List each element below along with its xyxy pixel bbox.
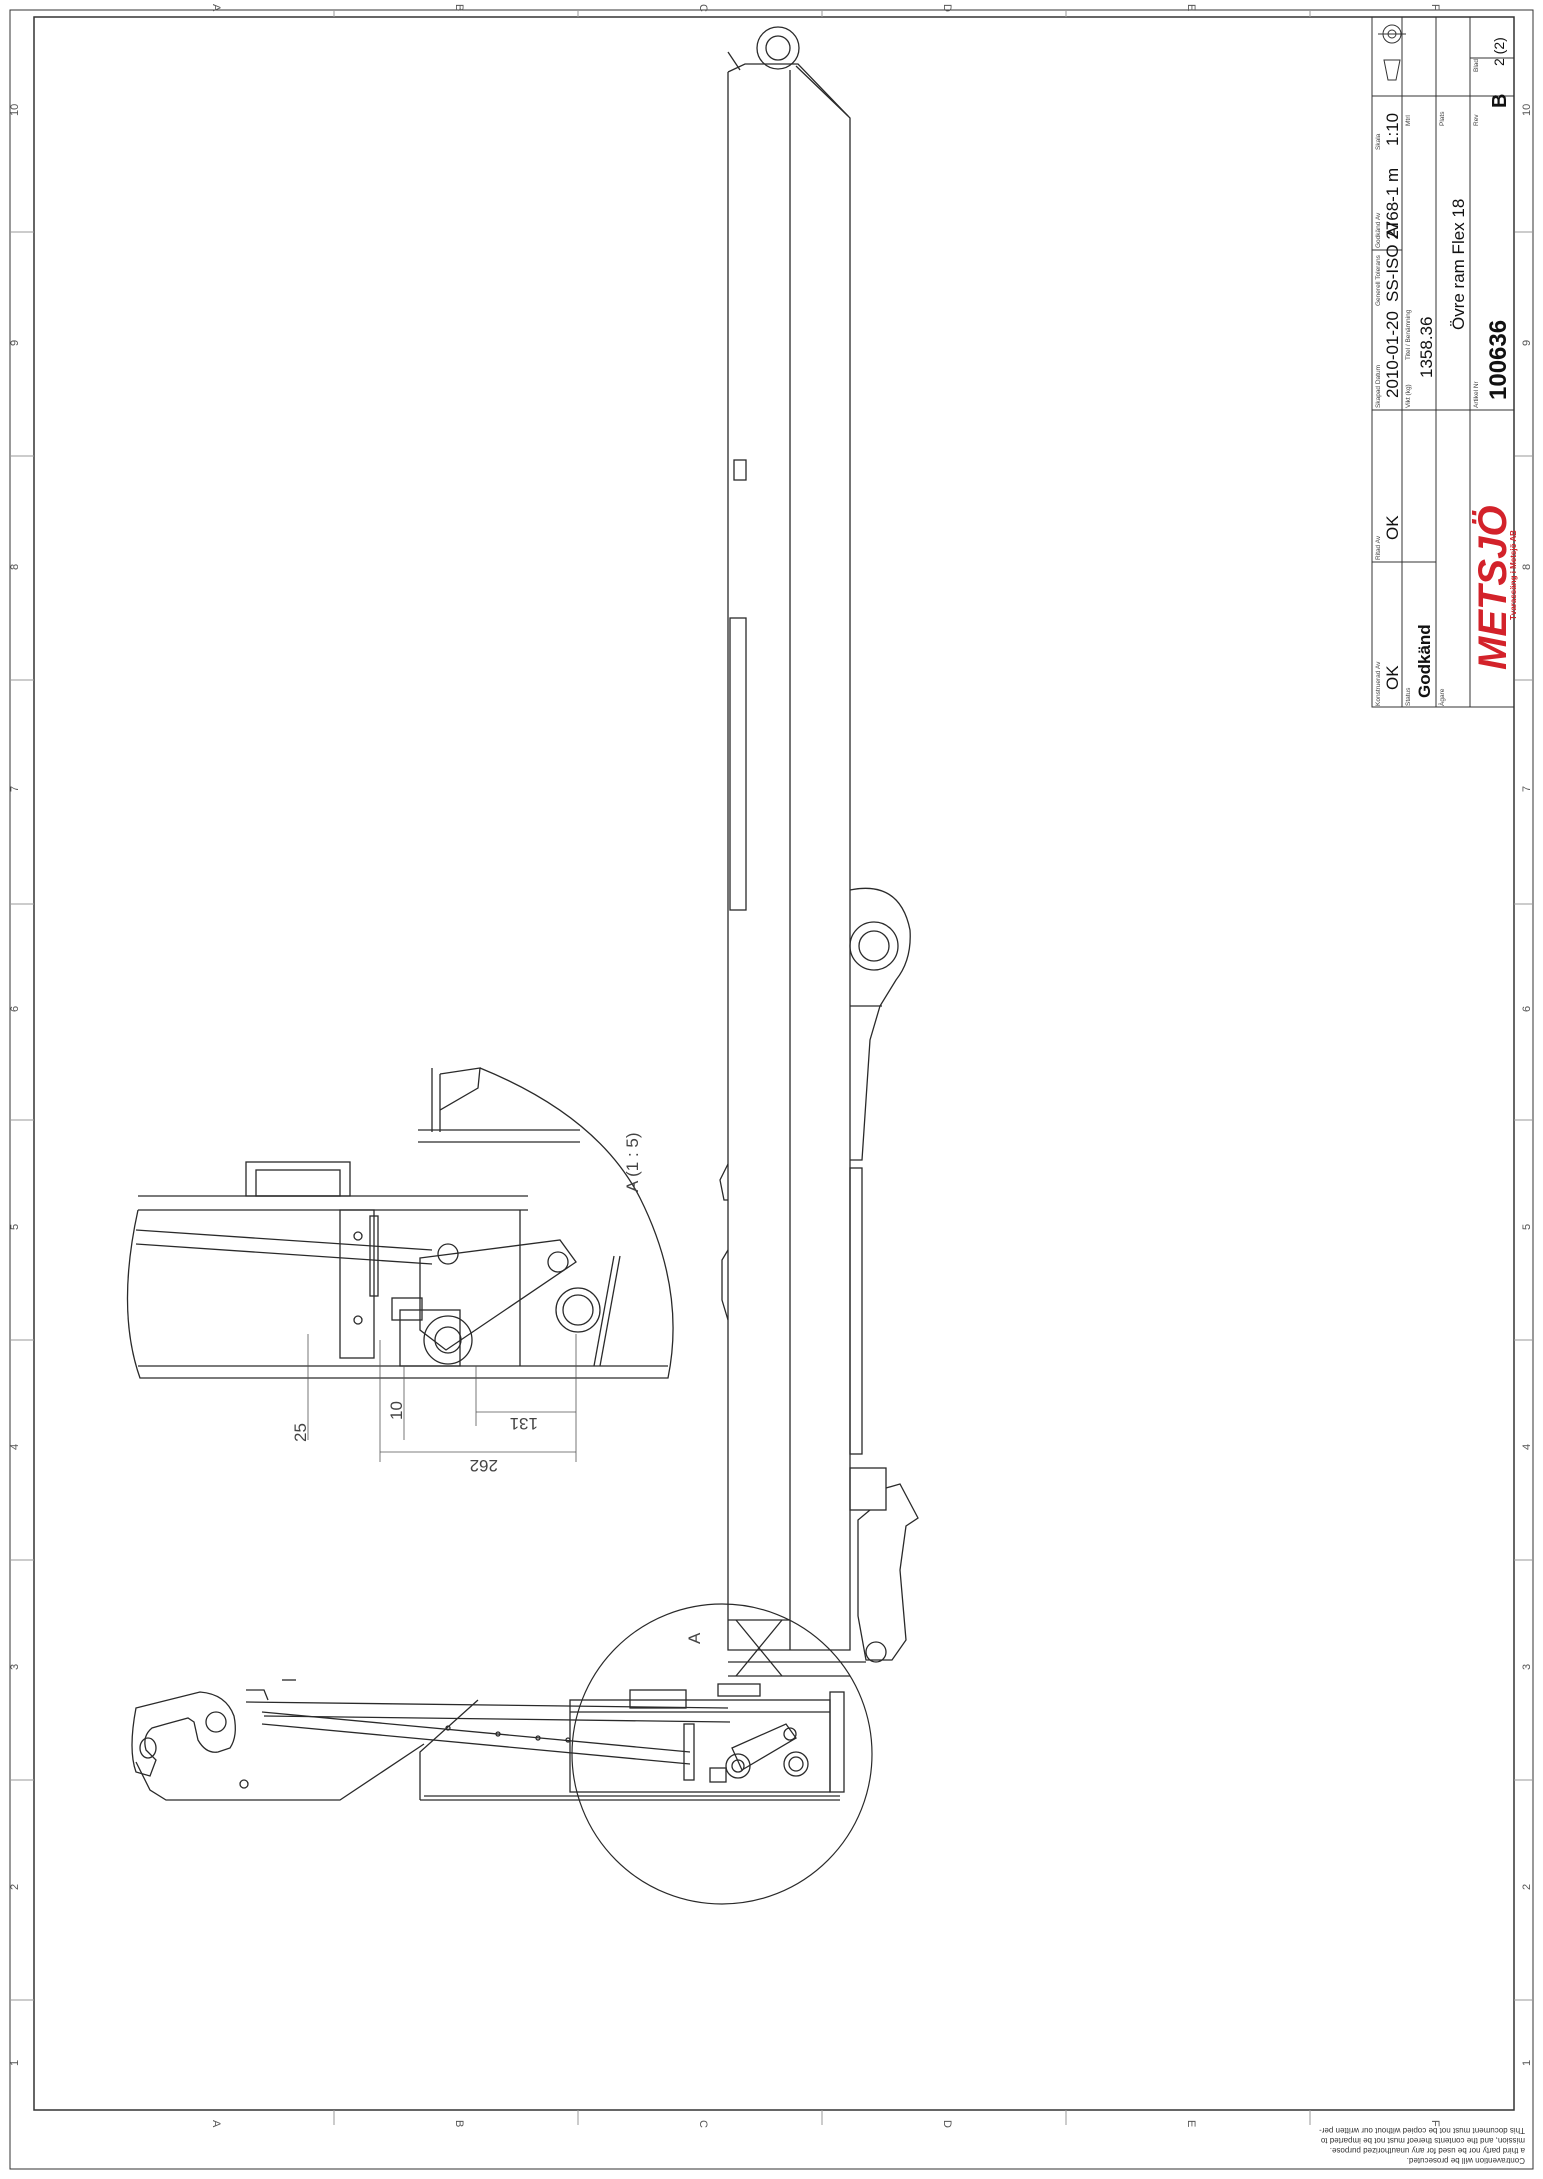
value-status: Godkänd [1415,624,1434,698]
detail-callout-letter: A [685,1632,704,1644]
zone-label-col: A [210,4,222,12]
zone-label-row: 8 [1521,564,1533,570]
caption-material: Mtrl [1405,115,1412,126]
dimension-131: 131 [510,1414,538,1433]
footer-line: Contravention will be prosecuted. [1407,2156,1525,2165]
value-approved-by: AI [1383,222,1402,238]
value-date: 2010-01-20 [1383,311,1402,398]
caption-owner: Ägare [1438,688,1446,706]
zone-label-row: 7 [1521,786,1533,792]
zone-label-col: F [1429,4,1441,11]
caption-tolerance: Generell Tolerans [1375,254,1382,306]
footer-note: This document must not be copied without… [1319,2126,1525,2165]
sheet-border [9,9,1534,2170]
value-weight: 1358.36 [1417,317,1436,378]
zone-label-row: 4 [1521,1444,1533,1450]
zone-label-col: D [941,2120,953,2128]
zone-label-row: 9 [1521,340,1533,346]
zone-label-col: B [453,2120,465,2127]
caption-sheet: Blad [1473,59,1480,72]
caption-place: Plats [1439,111,1446,126]
zone-label-row: 9 [9,340,21,346]
zone-label-row: 7 [9,786,21,792]
dimension-262: 262 [470,1456,498,1475]
zone-label-row: 3 [1521,1664,1533,1670]
detail-label: A (1 : 5) [623,1132,642,1192]
handle-bracket [849,1467,887,1511]
zone-label-col: C [697,4,709,12]
zone-label-row: 2 [1521,1884,1533,1890]
value-checked-by: OK [1383,515,1402,540]
value-article-no: 100636 [1485,320,1512,400]
zone-label-row: 10 [1521,104,1533,116]
caption-title: Titel / Benämning [1405,309,1412,360]
value-scale: 1:10 [1383,113,1402,146]
title-block-text: Konstruerad Av Ritad Av Skapad Datum God… [1375,37,1518,706]
top-pivot-lug [756,26,800,70]
value-sheet: 2 (2) [1491,37,1507,66]
zone-label-row: 8 [9,564,21,570]
zone-label-col: F [1429,2120,1441,2127]
zone-label-col: B [453,4,465,11]
value-tolerance: SS-ISO 2768-1 m [1383,168,1402,302]
value-constructed-by: OK [1383,665,1402,690]
zone-label-col: C [697,2120,709,2128]
zone-label-row: 5 [9,1224,21,1230]
zone-label-row: 5 [1521,1224,1533,1230]
zone-label-col: A [210,2120,222,2128]
caption-constructed-by: Konstruerad Av [1375,661,1382,706]
zone-label-col: E [1185,4,1197,11]
caption-status: Status [1405,687,1412,706]
zone-ticks [10,10,1533,2125]
zone-label-row: 10 [9,104,21,116]
title-block [1371,16,1515,708]
caption-scale: Skala [1375,133,1382,150]
hook [131,1691,236,1777]
dimension-25: 25 [291,1423,310,1442]
detail-boundary [126,1067,674,1379]
caption-article: Artikel Nr [1473,380,1480,408]
caption-date: Skapad Datum [1375,365,1382,408]
value-revision: B [1489,94,1511,108]
footer-line: This document must not be copied without… [1319,2126,1525,2135]
caption-weight: Vikt (kg) [1405,384,1412,408]
zone-row-labels-right: 10 9 8 7 6 5 4 3 2 1 [1521,104,1533,2066]
zone-label-row: 1 [1521,2060,1533,2066]
zone-label-row: 6 [9,1006,21,1012]
main-beam [727,63,851,1651]
caption-revision: Rev [1473,114,1480,126]
zone-label-row: 3 [9,1664,21,1670]
detail-a-view [126,1067,674,1379]
footer-line: mission, and the contents thereof must n… [1320,2136,1525,2145]
mid-pivot-lug [849,887,911,1161]
detail-a-callout-circle [571,1603,873,1905]
zone-row-labels-left: 10 9 8 7 6 5 4 3 2 1 [9,104,21,2066]
caption-checked-by: Ritad Av [1375,535,1382,560]
lower-linkage-view [131,1603,873,1905]
zone-column-labels-bottom: A B C D E F [210,2120,1441,2128]
main-frame-view [719,26,919,1677]
value-title: Övre ram Flex 18 [1449,199,1468,330]
caption-approved-by: Godkänd Av [1375,212,1382,248]
detail-dimensions [307,1334,577,1462]
zone-label-row: 6 [1521,1006,1533,1012]
zone-label-col: D [941,4,953,12]
zone-label-row: 2 [9,1884,21,1890]
zone-label-col: E [1185,2120,1197,2127]
company-logo-subtitle: Tvarassäng i Metsjö AB [1509,530,1518,620]
footer-line: a third party nor be used for any unauth… [1330,2146,1525,2155]
zone-label-row: 1 [9,2060,21,2066]
dimension-10: 10 [387,1401,406,1420]
zone-label-row: 4 [9,1444,21,1450]
company-logo: METSJÖ [1470,506,1515,670]
zone-column-labels-top: A B C D E F [210,4,1441,12]
